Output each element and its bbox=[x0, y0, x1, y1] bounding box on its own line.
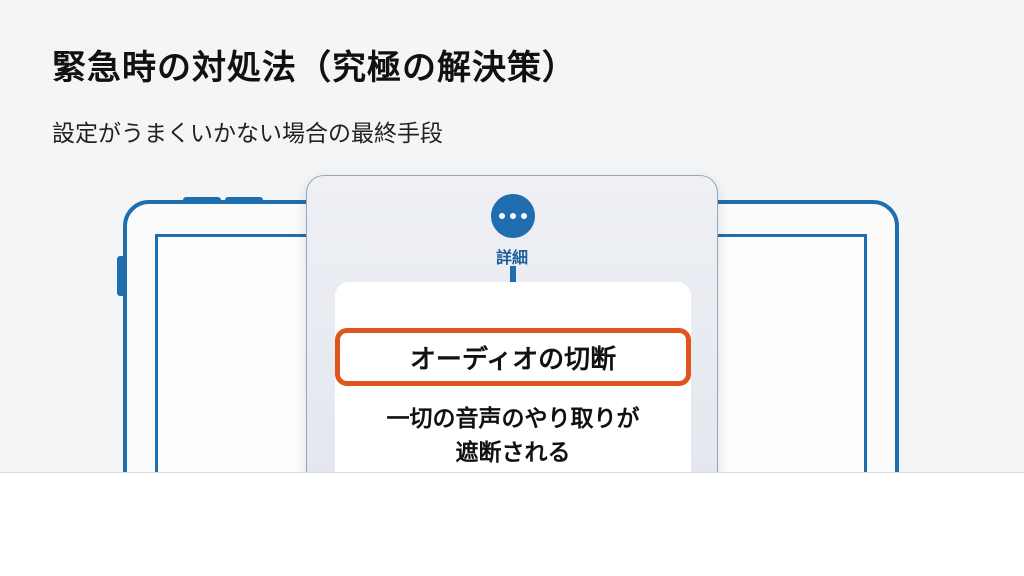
disconnect-audio-menu-item[interactable]: オーディオの切断 bbox=[335, 328, 691, 386]
more-horizontal-icon bbox=[499, 213, 505, 219]
more-button[interactable] bbox=[491, 194, 535, 238]
description-line-1: 一切の音声のやり取りが bbox=[386, 406, 640, 432]
tablet-side-button bbox=[117, 256, 123, 296]
description-line-2: 遮断される bbox=[455, 440, 571, 466]
bottom-band bbox=[0, 472, 1024, 576]
more-horizontal-icon-dot bbox=[510, 213, 516, 219]
slide-subtitle: 設定がうまくいかない場合の最終手段 bbox=[52, 121, 443, 147]
more-horizontal-icon-dot bbox=[521, 213, 527, 219]
menu-item-description: 一切の音声のやり取りが 遮断される bbox=[335, 402, 691, 470]
more-button-label: 詳細 bbox=[495, 248, 528, 267]
more-menu-popup: 詳細 オーディオの切断 一切の音声のやり取りが 遮断される bbox=[306, 175, 718, 512]
slide-title: 緊急時の対処法（究極の解決策） bbox=[52, 48, 577, 88]
